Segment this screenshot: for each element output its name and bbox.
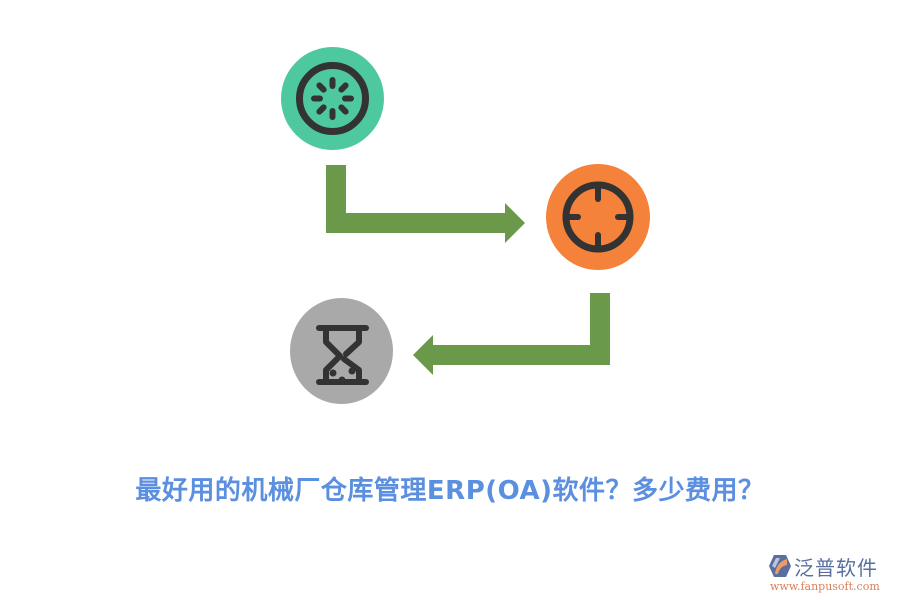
crosshair-target-icon [562,181,634,253]
logo-url: www.fanpusoft.com [770,580,880,593]
logo-brand-name: 泛普软件 [794,556,878,580]
target-node [546,164,650,270]
wait-node [290,298,393,404]
arrow-start-to-target [326,165,525,243]
fanpu-logo-icon [769,555,791,577]
start-node [281,47,384,150]
hourglass-icon [316,325,369,385]
page-title: 最好用的机械厂仓库管理ERP(OA)软件？多少费用？ [135,476,765,506]
arrow-target-to-wait [413,293,610,375]
brand-logo: 泛普软件 www.fanpusoft.com [768,552,896,596]
loading-spinner-icon [296,62,369,135]
